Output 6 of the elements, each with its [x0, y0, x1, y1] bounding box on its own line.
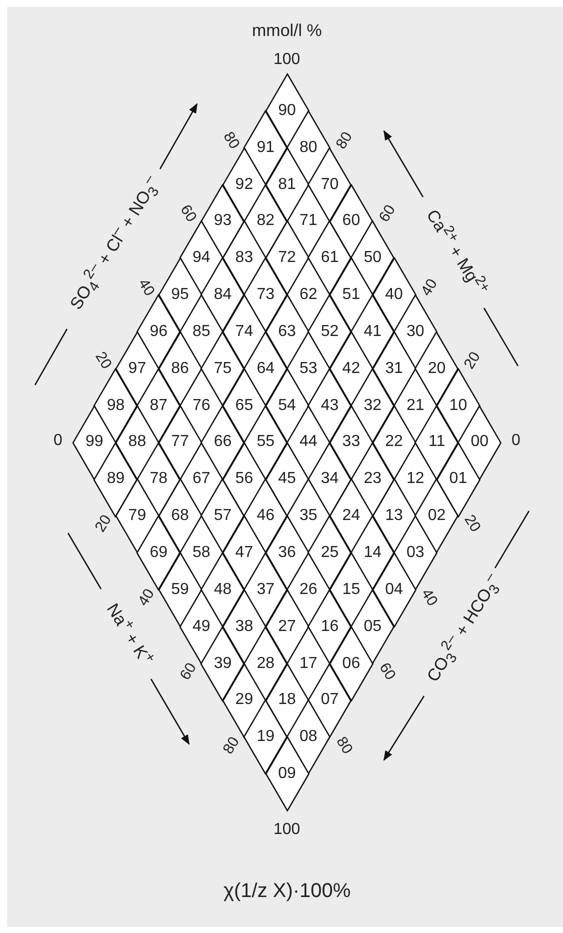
formula-caption: χ(1/z X)·100%: [224, 880, 351, 903]
axis-value: 0: [54, 432, 62, 450]
unit-label: mmol/l %: [252, 21, 322, 41]
axis-value: 100: [274, 51, 300, 69]
axis-value: 100: [274, 821, 300, 839]
axis-value: 0: [512, 432, 520, 450]
